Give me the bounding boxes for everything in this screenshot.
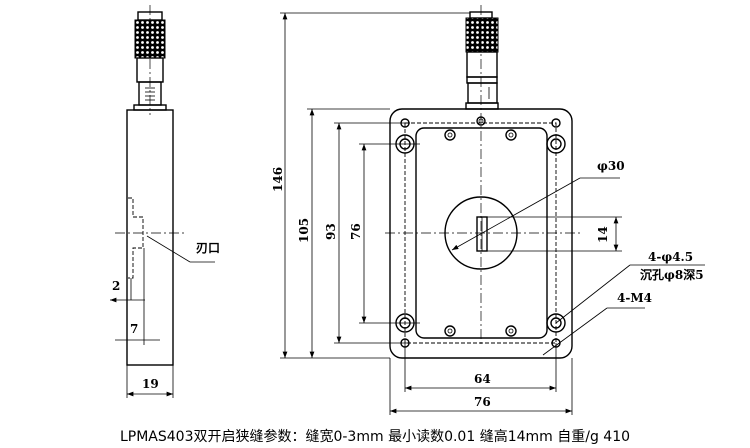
dim-64: 64 <box>474 372 491 386</box>
front-micrometer <box>465 11 499 110</box>
hidden-edge <box>128 197 144 279</box>
pocket-holes <box>444 129 517 337</box>
product-caption: LPMAS403双开启狭缝参数：缝宽0-3mm 最小读数0.01 缝高14mm … <box>119 429 631 445</box>
dim-146: 146 <box>271 167 285 192</box>
m4-holes <box>400 116 561 348</box>
edge-label: 刃口 <box>196 241 220 255</box>
front-view: 146 105 93 76 64 76 φ30 14 4-φ4.5 沉孔φ8深5 <box>271 5 705 415</box>
dim-2: 2 <box>112 279 120 293</box>
hole-note-counterbore: 沉孔φ8深5 <box>640 267 704 282</box>
aperture-circle <box>444 196 518 270</box>
dim-14: 14 <box>596 226 610 243</box>
side-micrometer <box>133 5 167 115</box>
dim-phi30: φ30 <box>597 159 625 173</box>
dim-7: 7 <box>130 322 138 336</box>
dim-76-vertical: 76 <box>349 223 363 240</box>
hole-note-diameter: 4-φ4.5 <box>648 250 693 264</box>
dim-93: 93 <box>324 223 338 240</box>
dim-76-horizontal: 76 <box>474 395 491 409</box>
dim-19: 19 <box>142 377 159 391</box>
counterbore-holes <box>395 134 566 333</box>
side-view: 刃口 2 7 19 <box>110 5 220 398</box>
thread-note: 4-M4 <box>617 291 652 305</box>
side-body <box>126 109 174 366</box>
dim-105: 105 <box>297 218 311 243</box>
